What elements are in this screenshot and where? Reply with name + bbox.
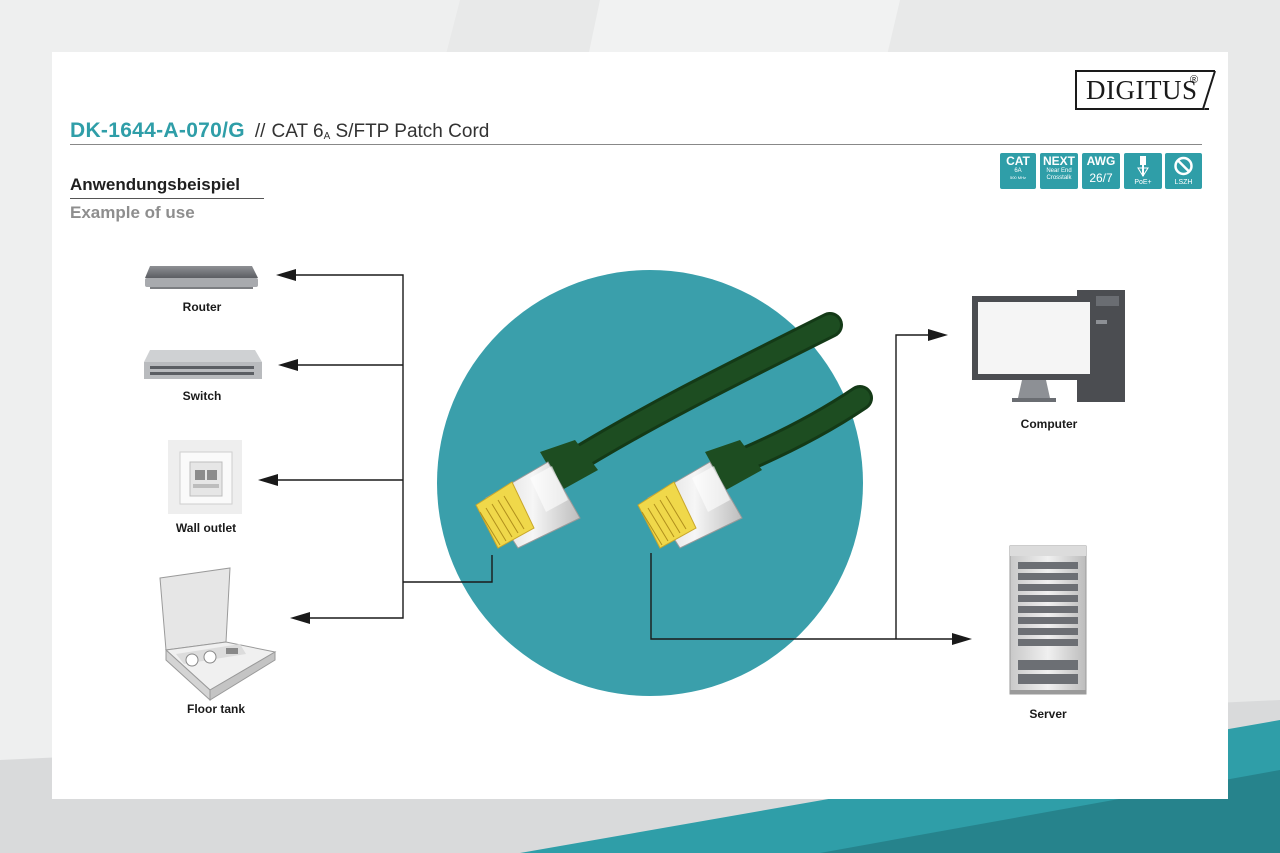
brand-logo-frame bbox=[1075, 70, 1209, 110]
rj45-plug-left bbox=[475, 440, 598, 549]
product-code: DK-1644-A-070/G bbox=[70, 119, 245, 142]
arrow-to-switch bbox=[278, 359, 298, 371]
section-heading-underline bbox=[70, 198, 264, 199]
left-arrowheads bbox=[258, 269, 310, 624]
title-divider bbox=[70, 144, 1202, 145]
arrow-to-computer bbox=[928, 329, 948, 341]
title-separator: // bbox=[254, 121, 266, 142]
switch-icon bbox=[144, 350, 262, 379]
computer-label: Computer bbox=[1020, 417, 1078, 431]
poe-plug-icon bbox=[1137, 156, 1149, 177]
arrow-to-floor-tank bbox=[290, 612, 310, 624]
next-badge-line2: Near End bbox=[1046, 168, 1072, 174]
lszh-badge-label: LSZH bbox=[1174, 179, 1193, 186]
product-title: CAT 6A S/FTP Patch Cord bbox=[271, 121, 489, 142]
brand-registered-mark: ® bbox=[1190, 74, 1199, 86]
router-label: Router bbox=[182, 300, 222, 314]
product-title-prefix: CAT 6 bbox=[271, 121, 324, 142]
next-badge-line3: Crosstalk bbox=[1046, 175, 1072, 181]
rj45-plug-right bbox=[637, 440, 762, 549]
floor-tank-icon bbox=[159, 567, 277, 702]
computer-icon bbox=[972, 290, 1125, 402]
section-heading-english: Example of use bbox=[70, 203, 195, 222]
awg-badge: AWG 26/7 bbox=[1082, 153, 1120, 189]
router-icon bbox=[145, 266, 258, 289]
cat6a-badge-line2: 6A bbox=[1014, 168, 1022, 174]
awg-badge-line2: 26/7 bbox=[1089, 171, 1113, 185]
section-heading-german: Anwendungsbeispiel bbox=[70, 175, 241, 194]
arrow-to-server bbox=[952, 633, 972, 645]
brand-logo: DIGITUS bbox=[1086, 75, 1198, 105]
left-connector-lines bbox=[276, 274, 493, 619]
right-arrowheads bbox=[928, 329, 972, 645]
arrow-to-wall-outlet bbox=[258, 474, 278, 486]
wall-outlet-icon bbox=[168, 440, 242, 514]
next-badge: NEXT Near End Crosstalk bbox=[1040, 153, 1078, 189]
product-title-row: DK-1644-A-070/G //CAT 6A S/FTP Patch Cord bbox=[70, 118, 489, 144]
cat6a-badge-line3: 500 MHz bbox=[1009, 175, 1026, 180]
cat6a-badge: CAT 6A 500 MHz bbox=[1000, 153, 1036, 189]
switch-label: Switch bbox=[182, 389, 222, 403]
poe-badge: PoE+ bbox=[1124, 153, 1162, 189]
server-label: Server bbox=[1029, 707, 1067, 721]
lszh-badge: LSZH bbox=[1165, 153, 1202, 189]
product-title-subscript: A bbox=[323, 131, 331, 142]
floor-tank-label: Floor tank bbox=[186, 702, 246, 716]
server-icon bbox=[1009, 545, 1087, 695]
brand-logo-slant bbox=[1196, 70, 1216, 110]
product-title-suffix: S/FTP Patch Cord bbox=[330, 121, 490, 142]
wall-outlet-label: Wall outlet bbox=[175, 521, 237, 535]
no-halogen-icon bbox=[1174, 156, 1193, 176]
poe-badge-label: PoE+ bbox=[1134, 179, 1152, 186]
arrow-to-router bbox=[276, 269, 296, 281]
awg-badge-line1: AWG bbox=[1086, 154, 1116, 168]
next-badge-line1: NEXT bbox=[1042, 154, 1075, 168]
cat6a-badge-line1: CAT bbox=[1006, 154, 1030, 168]
right-connector-lines bbox=[650, 334, 954, 640]
